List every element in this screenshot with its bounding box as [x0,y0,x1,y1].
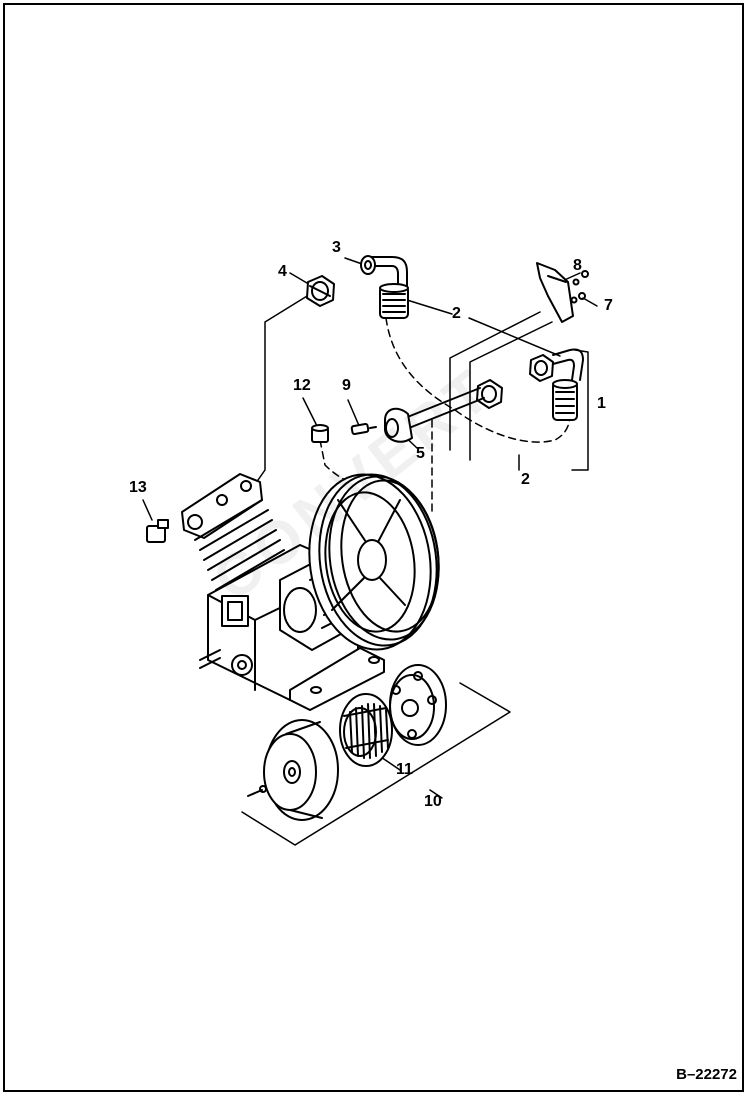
flywheel [308,473,440,651]
callout-11: 11 [396,761,413,778]
part-2-hose-left [379,283,409,319]
mounting-bracket [536,262,589,323]
compressor-head [181,473,285,591]
flange-plate [389,664,447,746]
callout-9: 9 [342,377,351,394]
base-foot [289,647,385,711]
callout-3: 3 [332,239,341,256]
part-5-elbow [384,407,413,443]
part-13-plug [146,519,169,543]
part-3-elbow-tube [360,255,408,291]
intake-tube [399,387,485,431]
part-12-cap [311,424,329,443]
callout-2-upper: 2 [452,305,461,322]
callout-10: 10 [424,793,442,810]
callout-4: 4 [278,263,287,280]
tube-routing-lines [257,292,553,481]
part-4-nut [306,275,335,307]
callout-8: 8 [573,257,582,274]
callout-5: 5 [416,445,425,462]
part-1-elbow-hose [552,348,584,421]
part-10-bracket [241,682,511,846]
set-screw [247,785,267,797]
part-9-fitting [350,422,377,436]
callout-13: 13 [129,479,147,496]
callout-12: 12 [293,377,311,394]
part-11-pulley-hub [339,693,393,767]
drive-pulley [263,719,339,821]
callout-2-lower: 2 [521,471,530,488]
right-nuts [476,354,554,409]
reference-code: B–22272 [676,1066,737,1083]
callout-1: 1 [597,395,606,412]
callout-7: 7 [604,297,613,314]
